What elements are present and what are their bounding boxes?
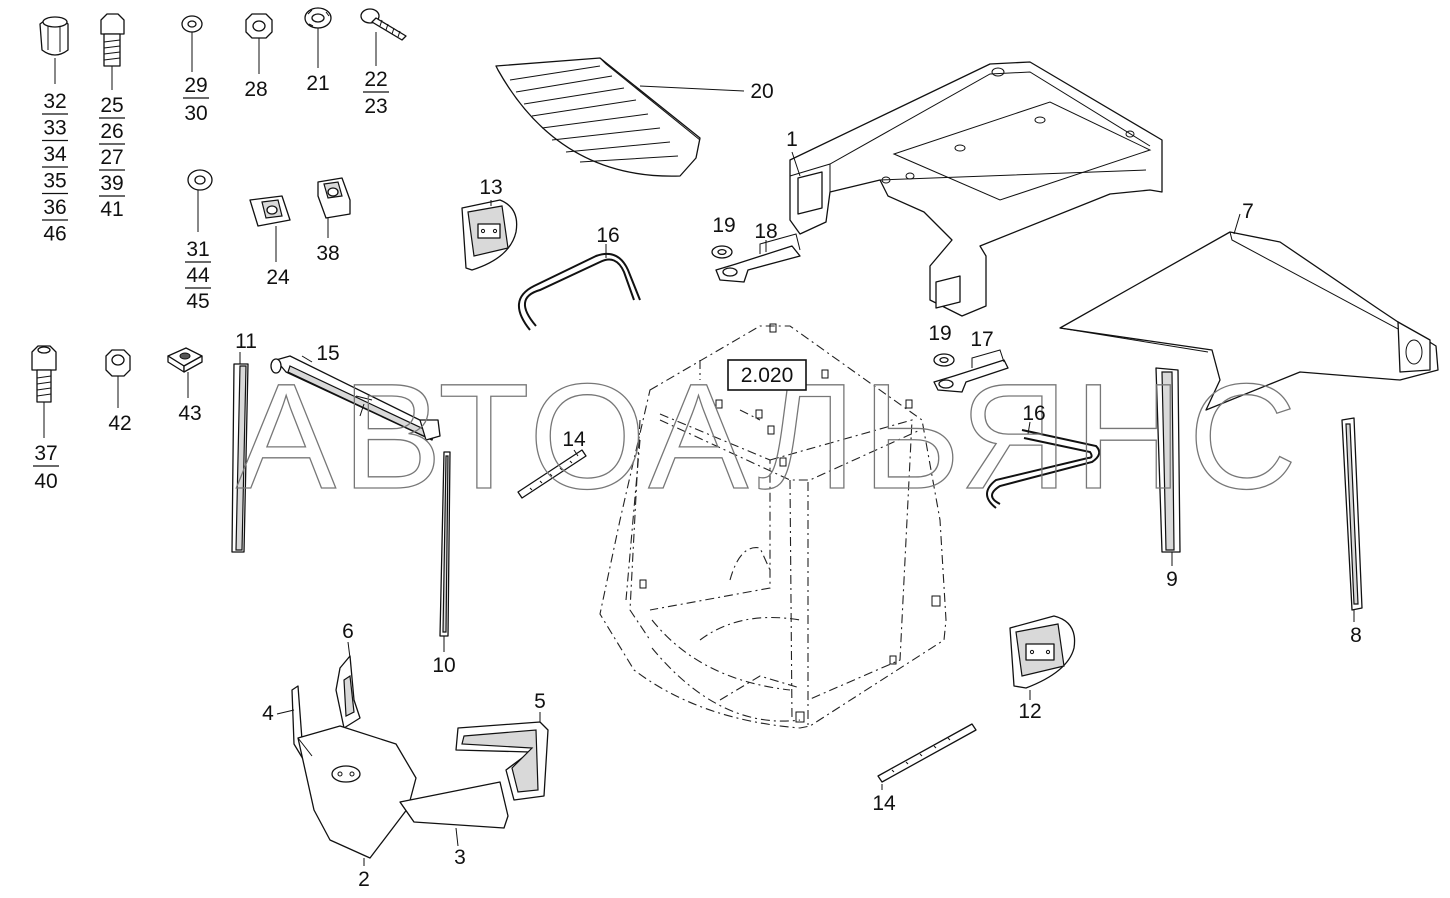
stack-label-35: 35 xyxy=(43,170,66,193)
label-7: 7 xyxy=(1242,200,1254,223)
part-7-roof-panel xyxy=(1059,213,1439,411)
part-9-seal xyxy=(1155,367,1181,566)
label-19-lower: 19 xyxy=(928,322,951,345)
part-18-bracket xyxy=(715,233,801,283)
washer-icon xyxy=(181,15,203,72)
socket-screw-icon xyxy=(31,345,57,438)
stack-label-45: 45 xyxy=(186,290,209,313)
cage-nut-icon xyxy=(317,177,351,238)
label-38: 38 xyxy=(316,242,339,265)
label-21: 21 xyxy=(306,72,329,95)
label-1: 1 xyxy=(786,128,798,151)
label-16-left: 16 xyxy=(596,224,619,247)
part-2-trim xyxy=(297,725,417,866)
assembly-ref-text: 2.020 xyxy=(741,364,794,387)
label-16-right: 16 xyxy=(1022,402,1045,425)
stack-label-41: 41 xyxy=(100,198,123,221)
label-4: 4 xyxy=(262,702,274,725)
stack-label-40: 40 xyxy=(34,470,57,493)
label-2: 2 xyxy=(358,868,370,891)
self-tapping-screw-icon xyxy=(360,8,407,66)
part-5-trim xyxy=(455,712,549,801)
stack-label-30: 30 xyxy=(184,102,207,125)
lock-nut-icon xyxy=(304,7,332,68)
bolt-icon xyxy=(100,13,125,90)
label-28: 28 xyxy=(244,78,267,101)
label-11: 11 xyxy=(235,330,257,353)
part-8-seal xyxy=(1341,417,1363,622)
part-14-strip-lower xyxy=(877,723,977,790)
stack-label-46: 46 xyxy=(43,223,66,246)
part-13-pad xyxy=(461,199,518,271)
nylon-nut-icon xyxy=(105,349,131,408)
label-24: 24 xyxy=(266,266,290,289)
part-20-grille xyxy=(495,57,745,177)
label-42: 42 xyxy=(108,412,131,435)
square-nut-icon xyxy=(167,347,203,398)
label-12: 12 xyxy=(1018,700,1041,723)
part-11-seal xyxy=(231,363,249,553)
assembly-ref-box[interactable]: 2.020 xyxy=(727,359,807,391)
stack-label-32: 32 xyxy=(43,90,66,113)
stack-label-26: 26 xyxy=(100,120,123,143)
label-14-lower: 14 xyxy=(872,792,896,815)
stack-label-27: 27 xyxy=(100,146,123,169)
part-19-washer-2 xyxy=(933,353,955,367)
part-16-rod-right xyxy=(986,421,1101,509)
callout-labels: 1 2 3 4 5 6 7 8 9 10 11 12 13 14 14 15 1… xyxy=(108,72,1362,891)
part-3-trim xyxy=(399,781,509,847)
part-12-pad xyxy=(1009,615,1076,689)
label-stack-s2: 25 26 27 39 41 xyxy=(99,94,125,221)
stack-label-39: 39 xyxy=(100,172,123,195)
part-14-strip-upper xyxy=(517,449,587,499)
stack-label-44: 44 xyxy=(186,264,210,287)
label-18: 18 xyxy=(754,220,777,243)
label-9: 9 xyxy=(1166,568,1178,591)
label-43: 43 xyxy=(178,402,201,425)
label-14-upper: 14 xyxy=(562,428,586,451)
label-8: 8 xyxy=(1350,624,1362,647)
stack-label-36: 36 xyxy=(43,196,66,219)
stack-label-23: 23 xyxy=(364,95,387,118)
label-5: 5 xyxy=(534,690,546,713)
stack-label-37: 37 xyxy=(34,442,57,465)
part-1-roof-frame xyxy=(789,61,1163,317)
label-17: 17 xyxy=(970,328,993,351)
part-16-rod-left xyxy=(518,244,641,331)
label-10: 10 xyxy=(432,654,455,677)
part-17-bracket xyxy=(933,349,1009,393)
hex-nut-icon xyxy=(245,13,273,74)
part-15-strut xyxy=(270,355,441,441)
cab-frame-phantom xyxy=(599,323,947,729)
label-13: 13 xyxy=(479,176,502,199)
part-19-washer xyxy=(711,245,733,259)
stack-label-33: 33 xyxy=(43,117,66,140)
flat-washer-icon xyxy=(187,169,213,232)
clip-nut-icon xyxy=(249,195,291,262)
stack-label-25: 25 xyxy=(100,94,123,117)
label-20: 20 xyxy=(750,80,773,103)
label-stack-s5: 31 44 45 xyxy=(185,238,211,313)
label-stack-s1: 32 33 34 35 36 46 xyxy=(42,90,68,246)
stack-label-34: 34 xyxy=(43,143,67,166)
label-15: 15 xyxy=(316,342,339,365)
label-3: 3 xyxy=(454,846,466,869)
part-10-seal xyxy=(439,451,451,652)
part-6-trim xyxy=(335,655,361,729)
stack-label-22: 22 xyxy=(364,68,387,91)
stack-label-29: 29 xyxy=(184,74,207,97)
label-19-upper: 19 xyxy=(712,214,735,237)
cap-nut-icon xyxy=(39,16,69,84)
label-6: 6 xyxy=(342,620,354,643)
stack-label-31: 31 xyxy=(186,238,209,261)
